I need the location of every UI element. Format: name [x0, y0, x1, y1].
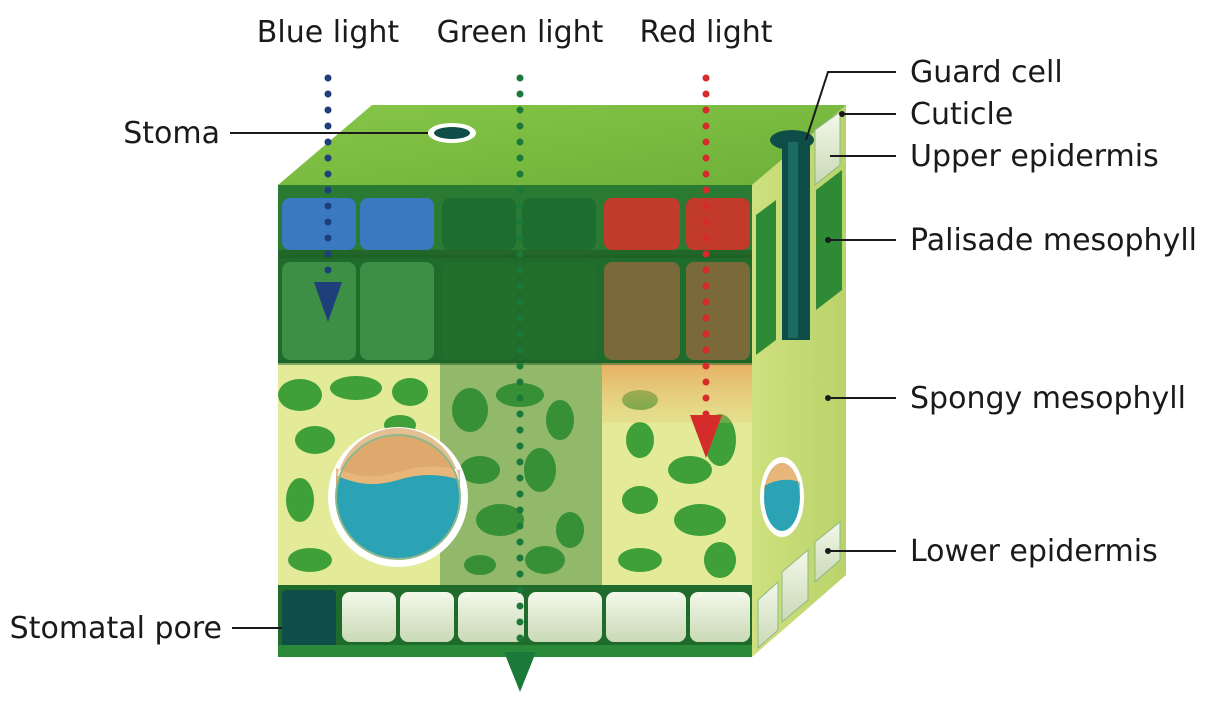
stoma-label: Stoma [123, 116, 220, 151]
green-light-label: Green light [437, 15, 604, 50]
green-light-beam [504, 74, 536, 692]
red-light-glow [602, 363, 752, 423]
palisade-cells [282, 262, 750, 360]
lower-epidermis-cells [282, 590, 750, 652]
cuticle-label: Cuticle [910, 97, 1013, 132]
red-light-beam [690, 74, 722, 458]
spongy-mesophyll-label: Spongy mesophyll [910, 381, 1186, 416]
upper-epidermis-cells [282, 198, 750, 250]
guard-cell-channel [770, 130, 814, 340]
lower-epidermis-label: Lower epidermis [910, 534, 1158, 569]
guard-cell-label: Guard cell [910, 55, 1063, 90]
stoma-opening [428, 123, 476, 143]
stomatal-pore-label: Stomatal pore [10, 611, 222, 646]
chloroplast-magnified [328, 427, 468, 567]
blue-light-label: Blue light [257, 15, 400, 50]
chloroplast-side [760, 457, 804, 537]
upper-epidermis-label: Upper epidermis [910, 139, 1159, 174]
red-light-label: Red light [639, 15, 772, 50]
leader-lines [230, 71, 896, 629]
leaf-front-face [278, 185, 752, 657]
leaf-top-face [278, 105, 846, 185]
palisade-mesophyll-label: Palisade mesophyll [910, 223, 1197, 258]
blue-light-beam [314, 74, 342, 322]
